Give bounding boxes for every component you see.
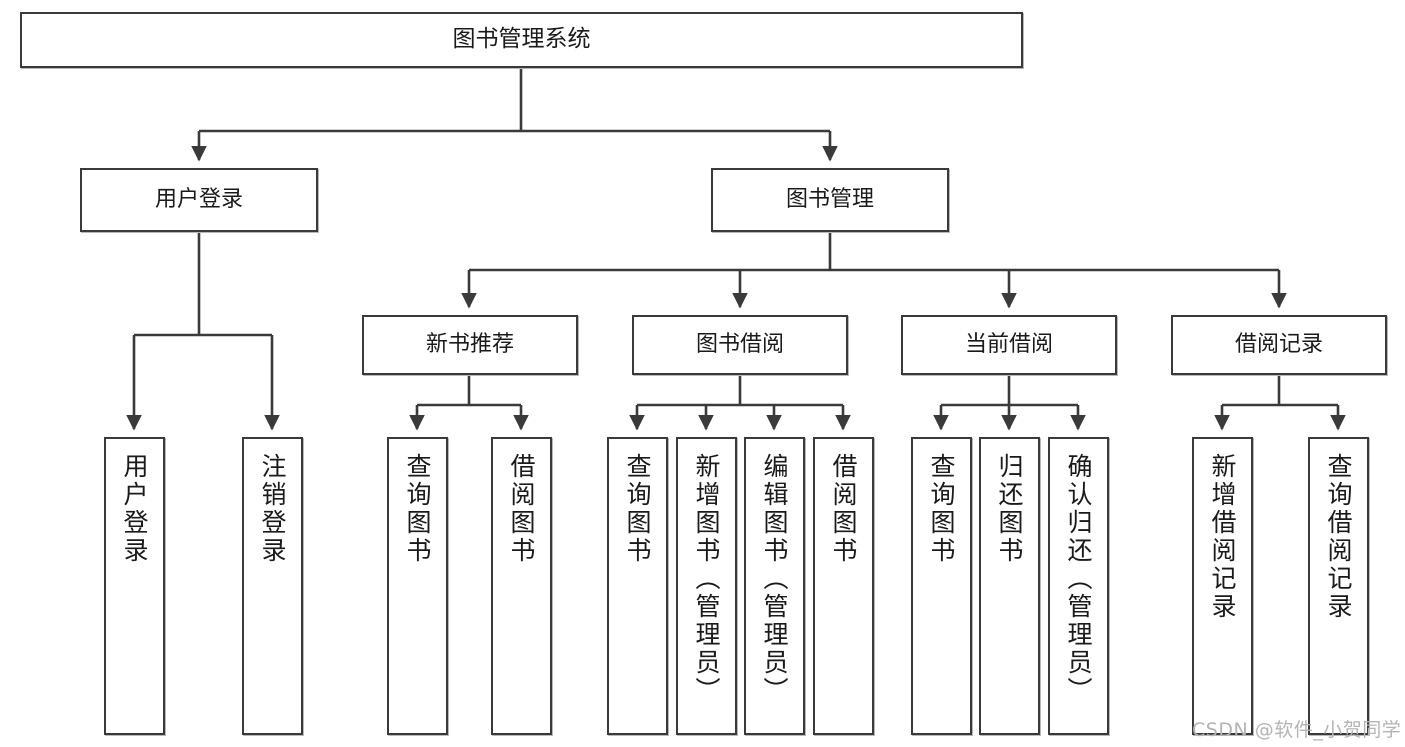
node-leaf-add-record[interactable]: 新增借阅记录 (1192, 437, 1253, 735)
node-leaf-query-book-2-label: 查询图书 (623, 453, 652, 565)
node-leaf-add-record-label: 新增借阅记录 (1208, 453, 1237, 621)
node-user-login[interactable]: 用户登录 (80, 168, 318, 232)
node-leaf-borrow-book-2-label: 借阅图书 (829, 453, 858, 565)
node-leaf-logout-login-label: 注销登录 (258, 453, 287, 565)
node-leaf-user-login-label: 用户登录 (120, 453, 149, 565)
node-leaf-return-book[interactable]: 归还图书 (979, 437, 1040, 735)
node-leaf-edit-book-label: 编辑图书（管理员） (760, 453, 789, 705)
node-leaf-add-book[interactable]: 新增图书（管理员） (676, 437, 737, 735)
node-current-borrow-label: 当前借阅 (964, 332, 1053, 358)
node-book-management-label: 图书管理 (785, 187, 874, 213)
watermark: CSDN @软件_小贺同学 (1192, 719, 1402, 741)
node-leaf-return-book-label: 归还图书 (995, 453, 1024, 565)
node-user-login-label: 用户登录 (154, 187, 243, 213)
node-leaf-query-book-1[interactable]: 查询图书 (387, 437, 448, 735)
node-root[interactable]: 图书管理系统 (20, 12, 1023, 68)
node-book-borrow-label: 图书借阅 (695, 332, 784, 358)
node-leaf-query-book-2[interactable]: 查询图书 (607, 437, 668, 735)
node-borrow-record[interactable]: 借阅记录 (1171, 315, 1387, 375)
node-book-borrow[interactable]: 图书借阅 (632, 315, 848, 375)
node-new-book-recommend[interactable]: 新书推荐 (362, 315, 578, 375)
node-leaf-borrow-book-1[interactable]: 借阅图书 (491, 437, 552, 735)
node-leaf-query-book-3-label: 查询图书 (927, 453, 956, 565)
node-leaf-query-book-1-label: 查询图书 (403, 453, 432, 565)
node-leaf-borrow-book-1-label: 借阅图书 (507, 453, 536, 565)
node-leaf-confirm-return[interactable]: 确认归还（管理员） (1048, 437, 1109, 735)
node-borrow-record-label: 借阅记录 (1234, 332, 1323, 358)
node-book-management[interactable]: 图书管理 (711, 168, 949, 232)
node-leaf-logout-login[interactable]: 注销登录 (242, 437, 303, 735)
node-leaf-user-login[interactable]: 用户登录 (104, 437, 165, 735)
node-current-borrow[interactable]: 当前借阅 (901, 315, 1117, 375)
node-leaf-borrow-book-2[interactable]: 借阅图书 (813, 437, 874, 735)
node-leaf-confirm-return-label: 确认归还（管理员） (1064, 453, 1093, 705)
node-root-label: 图书管理系统 (452, 26, 591, 53)
node-leaf-query-record[interactable]: 查询借阅记录 (1308, 437, 1369, 735)
node-leaf-edit-book[interactable]: 编辑图书（管理员） (744, 437, 805, 735)
node-leaf-add-book-label: 新增图书（管理员） (692, 453, 721, 705)
node-leaf-query-book-3[interactable]: 查询图书 (911, 437, 972, 735)
node-new-book-recommend-label: 新书推荐 (425, 332, 514, 358)
node-leaf-query-record-label: 查询借阅记录 (1324, 453, 1353, 621)
